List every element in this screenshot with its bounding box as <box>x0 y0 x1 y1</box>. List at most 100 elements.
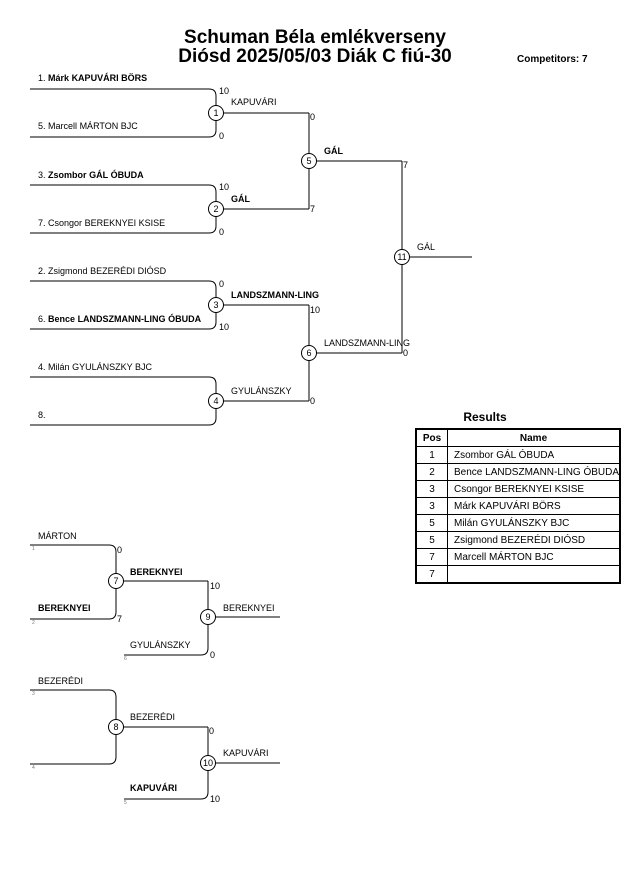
repechage-a-entrant-top: MÁRTON <box>38 531 77 541</box>
match-9-number: 9 <box>205 612 210 622</box>
match-4-node <box>208 393 224 409</box>
result-pos: 5 <box>415 531 448 549</box>
match-2-winner: GÁL <box>231 194 251 204</box>
repechage-a-entrant-bottom-tag: 2 <box>32 620 35 626</box>
match-7-score-bottom: 7 <box>117 614 122 624</box>
match-5-winner: GÁL <box>324 146 344 156</box>
match-11-node <box>394 249 410 265</box>
match-7-score-top: 0 <box>117 545 122 555</box>
results-col-name: Name <box>447 428 621 447</box>
match-2-score-bottom: 0 <box>219 227 224 237</box>
competitors-count: Competitors: 7 <box>517 54 588 65</box>
result-pos: 1 <box>415 446 448 464</box>
result-pos: 3 <box>415 480 448 498</box>
match-8-winner: BEZERÉDI <box>130 712 175 722</box>
result-pos: 7 <box>415 548 448 566</box>
results-title: Results <box>463 410 507 424</box>
match-10-score-bottom: 10 <box>210 794 220 804</box>
match-9-score-bottom: 0 <box>210 650 215 660</box>
match-10-number: 10 <box>203 758 213 768</box>
match-1-score-top: 10 <box>219 86 229 96</box>
match-6-number: 6 <box>306 348 311 358</box>
player-entry-4: 7. Csongor BEREKNYEI KSISE <box>38 218 165 228</box>
match-9-score-top: 10 <box>210 581 220 591</box>
match-8-node <box>108 719 124 735</box>
match-3-score-bottom: 10 <box>219 322 229 332</box>
match-1-winner: KAPUVÁRI <box>231 97 277 107</box>
result-name: Zsigmond BEZERÉDI DIÓSD <box>447 531 621 549</box>
match-3-winner: LANDSZMANN-LING <box>231 290 319 300</box>
result-pos: 3 <box>415 497 448 515</box>
match-2-node <box>208 201 224 217</box>
repechage-b-entrant-top-tag: 3 <box>32 691 35 697</box>
match-6-score-top: 10 <box>310 305 320 315</box>
match-1-score-bottom: 0 <box>219 131 224 141</box>
repechage-a-entrant-top-tag: 1 <box>32 546 35 552</box>
match-6-score-bottom: 0 <box>310 396 315 406</box>
match-7-winner: BEREKNYEI <box>130 567 183 577</box>
match-9-winner: BEREKNYEI <box>223 603 275 613</box>
match-11-winner: GÁL <box>417 242 435 252</box>
match-4-number: 4 <box>213 396 218 406</box>
player-entry-7: 4. Milán GYULÁNSZKY BJC <box>38 362 152 372</box>
results-header-row: Pos Name <box>415 428 621 447</box>
repechage-b-entrant-third: KAPUVÁRI <box>130 783 177 793</box>
result-pos: 7 <box>415 565 448 584</box>
repechage-a-lines <box>30 544 280 656</box>
repechage-b-entrant-third-tag: 5 <box>124 800 127 806</box>
player-entry-5: 2. Zsigmond BEZERÉDI DIÓSD <box>38 266 167 276</box>
match-9-node <box>200 609 216 625</box>
results-col-pos: Pos <box>415 428 448 447</box>
match-3-node <box>208 297 224 313</box>
repechage-a-entrant-bottom: BEREKNYEI <box>38 603 91 613</box>
match-7-node <box>108 573 124 589</box>
tournament-title: Schuman Béla emlékverseny <box>184 27 446 48</box>
match-6-node <box>301 345 317 361</box>
match-2-score-top: 10 <box>219 182 229 192</box>
player-entry-8: 8. <box>38 410 46 420</box>
match-2-number: 2 <box>213 204 218 214</box>
repechage-b-entrant-top: BEZERÉDI <box>38 676 83 686</box>
match-8-number: 8 <box>113 722 118 732</box>
player-entry-3: 3. Zsombor GÁL ÓBUDA <box>38 169 144 180</box>
result-name: Csongor BEREKNYEI KSISE <box>447 480 621 498</box>
repechage-b-lines <box>30 689 280 800</box>
result-name <box>447 565 621 584</box>
player-entry-6: 6. Bence LANDSZMANN-LING ÓBUDA <box>38 313 202 324</box>
match-10-winner: KAPUVÁRI <box>223 748 269 758</box>
player-entry-1: 1. Márk KAPUVÁRI BÖRS <box>38 73 147 83</box>
match-5-number: 5 <box>306 156 311 166</box>
repechage-b-entrant-bottom-tag: 4 <box>32 765 35 771</box>
result-pos: 2 <box>415 463 448 481</box>
match-10-score-top: 0 <box>209 726 214 736</box>
match-1-number: 1 <box>213 108 218 118</box>
match-3-score-top: 0 <box>219 279 224 289</box>
match-5-node <box>301 153 317 169</box>
tournament-subtitle: Diósd 2025/05/03 Diák C fiú-30 <box>178 46 452 67</box>
result-name: Milán GYULÁNSZKY BJC <box>447 514 621 532</box>
match-5-score-top: 0 <box>310 112 315 122</box>
match-11-score-top: 7 <box>403 160 408 170</box>
match-11-number: 11 <box>397 252 406 262</box>
repechage-a-entrant-third: GYULÁNSZKY <box>130 640 191 650</box>
match-5-score-bottom: 7 <box>310 204 315 214</box>
match-11-score-bottom: 0 <box>403 348 408 358</box>
match-1-node <box>208 105 224 121</box>
player-entry-2: 5. Marcell MÁRTON BJC <box>38 121 138 131</box>
match-10-node <box>200 755 216 771</box>
result-name: Bence LANDSZMANN-LING ÓBUDA <box>447 463 621 481</box>
result-name: Zsombor GÁL ÓBUDA <box>447 446 621 464</box>
repechage-a-entrant-third-tag: 6 <box>124 656 127 662</box>
match-3-number: 3 <box>213 300 218 310</box>
match-7-number: 7 <box>113 576 118 586</box>
match-6-winner: LANDSZMANN-LING <box>324 338 410 348</box>
result-name: Márk KAPUVÁRI BÖRS <box>447 497 621 515</box>
